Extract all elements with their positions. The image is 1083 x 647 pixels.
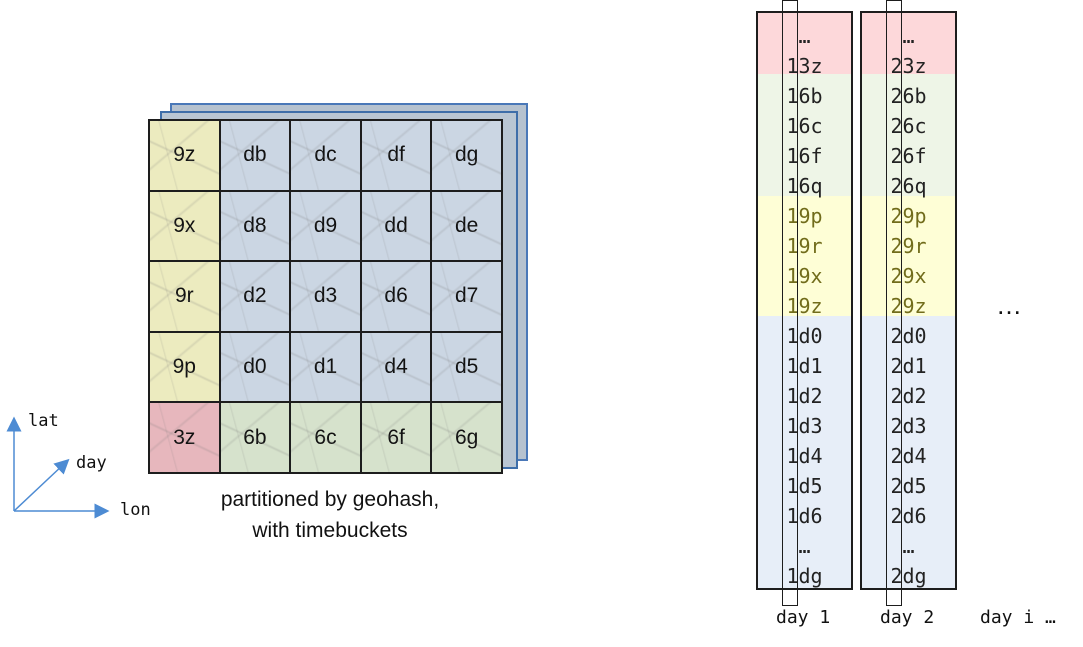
row-key-1d0: 1d0	[786, 324, 823, 348]
geohash-cell-d7: d7	[432, 262, 503, 333]
geohash-cell-9z: 9z	[150, 121, 221, 192]
geohash-cell-dd: dd	[361, 191, 433, 263]
ellipsis-row: …	[798, 24, 811, 48]
geohash-cell-dc: dc	[291, 121, 362, 192]
row-key-1d6: 1d6	[786, 504, 823, 528]
row-key-29z: 29z	[890, 294, 927, 318]
band-yellow	[862, 196, 955, 316]
row-key-23z: 23z	[890, 54, 927, 78]
row-key-16b: 16b	[786, 84, 823, 108]
band-green	[862, 74, 955, 196]
row-key-16f: 16f	[786, 144, 823, 168]
geohash-cell-d1: d1	[291, 332, 362, 404]
geohash-cell-6b: 6b	[220, 403, 292, 474]
day-2-bucket-outline	[886, 0, 902, 606]
geohash-cell-d8: d8	[220, 191, 292, 263]
row-key-2d3: 2d3	[890, 414, 927, 438]
row-key-26b: 26b	[890, 84, 927, 108]
geohash-cell-d5: d5	[432, 332, 503, 404]
row-key-1d2: 1d2	[786, 384, 823, 408]
row-key-1d4: 1d4	[786, 444, 823, 468]
row-key-29p: 29p	[890, 204, 927, 228]
row-key-16c: 16c	[786, 114, 823, 138]
row-key-16q: 16q	[786, 174, 823, 198]
caption-line-2: with timebuckets	[252, 519, 408, 542]
geohash-cell-df: df	[361, 121, 433, 192]
row-key-29r: 29r	[890, 234, 927, 258]
row-key-1d3: 1d3	[786, 414, 823, 438]
band-yellow	[758, 196, 851, 316]
band-red	[862, 13, 955, 74]
ellipsis-row: …	[798, 534, 811, 558]
caption-line-1: partitioned by geohash,	[220, 488, 440, 511]
row-key-29x: 29x	[890, 264, 927, 288]
day-2-column: … 23z 26b 26c 26f 26q 29p 29r 29x 29z 2d0 2d1 2d2 2d3…	[860, 11, 957, 590]
row-key-19r: 19r	[786, 234, 823, 258]
row-key-2d0: 2d0	[890, 324, 927, 348]
row-key-1d1: 1d1	[786, 354, 823, 378]
geohash-cell-d0: d0	[220, 332, 292, 404]
geohash-cell-dg: dg	[432, 121, 503, 192]
day-1-column: … 13z 16b 16c 16f 16q 19p 19r 19x 19z 1d0 1d1 1d2 1d3…	[756, 11, 853, 590]
ellipsis-row: …	[902, 24, 915, 48]
band-blue	[758, 316, 851, 588]
row-key-1dg: 1dg	[786, 564, 823, 588]
geohash-cell-9p: 9p	[150, 332, 221, 404]
day-axis-label: day	[76, 453, 107, 473]
geohash-cell-3z: 3z	[150, 403, 221, 474]
ellipsis-row: …	[902, 534, 915, 558]
lat-axis-label: lat	[28, 411, 59, 431]
row-key-26c: 26c	[890, 114, 927, 138]
geohash-cell-9r: 9r	[150, 262, 221, 333]
geohash-cell-d6: d6	[361, 262, 433, 333]
band-red	[758, 13, 851, 74]
day-2-label: day 2	[880, 607, 935, 628]
day-1-label: day 1	[776, 607, 831, 628]
day-1-bucket-outline	[782, 0, 798, 606]
row-key-13z: 13z	[786, 54, 823, 78]
row-key-19x: 19x	[786, 264, 823, 288]
row-key-19p: 19p	[786, 204, 823, 228]
more-columns-marker: …	[996, 290, 1022, 320]
geohash-cell-d4: d4	[361, 332, 433, 404]
row-key-26f: 26f	[890, 144, 927, 168]
geohash-cell-d9: d9	[291, 191, 362, 263]
row-key-19z: 19z	[786, 294, 823, 318]
geohash-cell-9x: 9x	[150, 191, 221, 263]
row-key-1d5: 1d5	[786, 474, 823, 498]
row-key-2d5: 2d5	[890, 474, 927, 498]
row-key-2dg: 2dg	[890, 564, 927, 588]
row-key-2d4: 2d4	[890, 444, 927, 468]
band-blue	[862, 316, 955, 588]
band-green	[758, 74, 851, 196]
geohash-cell-d3: d3	[291, 262, 362, 333]
row-key-26q: 26q	[890, 174, 927, 198]
geohash-cell-de: de	[432, 191, 503, 263]
geohash-cell-db: db	[220, 121, 292, 192]
day-axis	[13, 458, 70, 512]
day-i-label: day i …	[980, 607, 1056, 628]
row-key-2d1: 2d1	[890, 354, 927, 378]
lon-axis-label: lon	[120, 500, 151, 520]
row-key-2d6: 2d6	[890, 504, 927, 528]
grid-caption: partitioned by geohash, with timebuckets	[150, 484, 510, 546]
axes-diagram	[6, 416, 110, 519]
geohash-cell-d2: d2	[220, 262, 292, 333]
row-key-2d2: 2d2	[890, 384, 927, 408]
geohash-cell-6f: 6f	[361, 403, 433, 474]
geohash-cell-6c: 6c	[291, 403, 362, 474]
geohash-cell-6g: 6g	[432, 403, 503, 474]
